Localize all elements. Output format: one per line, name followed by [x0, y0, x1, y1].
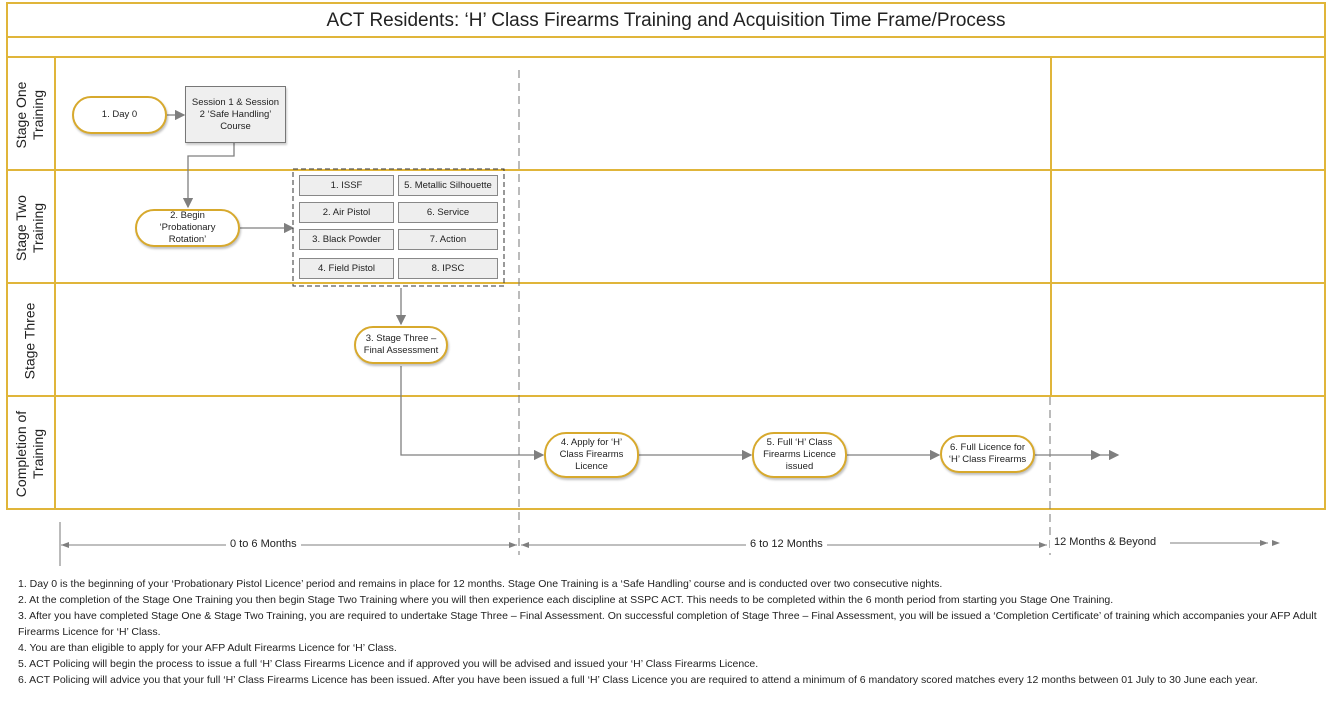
- timeline-period-12-plus: 12 Months & Beyond: [1050, 536, 1161, 548]
- note-4: 4. You are than eligible to apply for yo…: [18, 642, 397, 654]
- notes-section: 1. Day 0 is the beginning of your ‘Proba…: [18, 576, 1318, 688]
- note-3: 3. After you have completed Stage One & …: [18, 610, 1317, 638]
- discipline-metallic-silhouette[interactable]: 5. Metallic Silhouette: [398, 175, 498, 196]
- note-5: 5. ACT Policing will begin the process t…: [18, 658, 759, 670]
- diagram-title: ACT Residents: ‘H’ Class Firearms Traini…: [6, 2, 1326, 38]
- discipline-air-pistol[interactable]: 2. Air Pistol: [299, 202, 394, 223]
- note-6: 6. ACT Policing will advice you that you…: [18, 674, 1258, 686]
- node-day-0[interactable]: 1. Day 0: [72, 96, 167, 134]
- node-final-assessment[interactable]: 3. Stage Three – Final Assessment: [354, 326, 448, 364]
- node-safe-handling-course[interactable]: Session 1 & Session 2 ‘Safe Handling’ Co…: [185, 86, 286, 143]
- note-1: 1. Day 0 is the beginning of your ‘Proba…: [18, 578, 943, 590]
- node-full-licence[interactable]: 6. Full Licence for ‘H’ Class Firearms: [940, 435, 1035, 473]
- lane-label-completion: Completion of Training: [6, 397, 56, 510]
- lane-label-stage-one: Stage One Training: [6, 58, 56, 171]
- timeline-period-0-6: 0 to 6 Months: [226, 538, 301, 550]
- node-apply-licence[interactable]: 4. Apply for ‘H’ Class Firearms Licence: [544, 432, 639, 478]
- discipline-ipsc[interactable]: 8. IPSC: [398, 258, 498, 279]
- timeline-period-6-12: 6 to 12 Months: [746, 538, 827, 550]
- node-full-licence-issued[interactable]: 5. Full ‘H’ Class Firearms Licence issue…: [752, 432, 847, 478]
- lane-stage-three: [6, 284, 1326, 397]
- discipline-action[interactable]: 7. Action: [398, 229, 498, 250]
- lane-label-stage-two: Stage Two Training: [6, 171, 56, 284]
- node-begin-probationary-rotation[interactable]: 2. Begin ‘Probationary Rotation’: [135, 209, 240, 247]
- discipline-black-powder[interactable]: 3. Black Powder: [299, 229, 394, 250]
- discipline-field-pistol[interactable]: 4. Field Pistol: [299, 258, 394, 279]
- lane-stage-one: [6, 58, 1326, 171]
- header-bar: [6, 38, 1326, 58]
- note-2: 2. At the completion of the Stage One Tr…: [18, 594, 1114, 606]
- lane-label-stage-three: Stage Three: [6, 284, 56, 397]
- lane-completion: [6, 397, 1326, 510]
- discipline-service[interactable]: 6. Service: [398, 202, 498, 223]
- disciplines-group: [292, 168, 505, 287]
- discipline-issf[interactable]: 1. ISSF: [299, 175, 394, 196]
- lane-stage-two: [6, 171, 1326, 284]
